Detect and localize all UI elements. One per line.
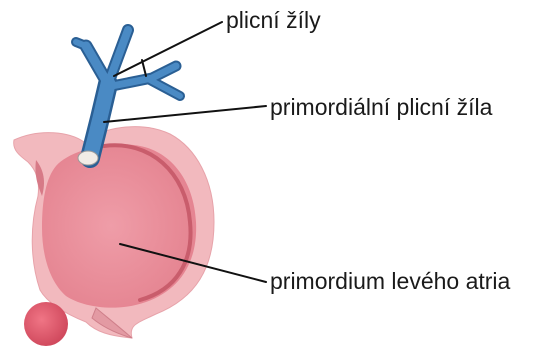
leader-line-veins-branch: [142, 60, 146, 76]
label-left-atrium-primordium: primordium levého atria: [270, 270, 510, 293]
red-sphere: [24, 302, 68, 346]
vein-opening: [78, 151, 98, 165]
label-pulmonary-veins: plicní žíly: [226, 9, 321, 32]
label-primordial-pulmonary-vein: primordiální plicní žíla: [270, 96, 492, 119]
leader-line-primordial-vein: [104, 106, 266, 122]
